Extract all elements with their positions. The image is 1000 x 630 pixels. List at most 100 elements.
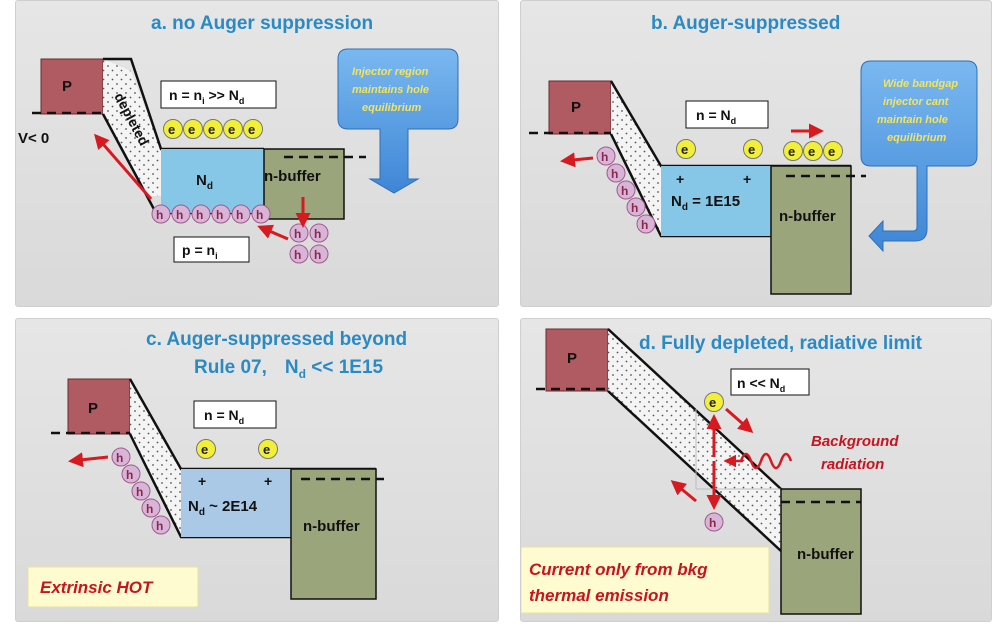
electron-label: e xyxy=(709,395,716,410)
svg-text:h: h xyxy=(641,218,648,232)
hole-arrow xyxy=(68,452,109,468)
electrons: e e xyxy=(196,439,278,459)
svg-text:e: e xyxy=(228,122,235,137)
panel-a-diagram: a. no Auger suppression P V< 0 depleted … xyxy=(18,13,459,264)
svg-text:e: e xyxy=(208,122,215,137)
svg-text:h: h xyxy=(116,451,123,465)
svg-text:h: h xyxy=(236,208,243,222)
svg-text:h: h xyxy=(146,502,153,516)
callout-b-line-3: maintain hole xyxy=(877,114,948,126)
panel-a: a. no Auger suppression P V< 0 depleted … xyxy=(15,0,499,307)
plus-2: + xyxy=(264,473,272,489)
electron-row: e e e e e xyxy=(163,119,263,139)
hole-return-arrow xyxy=(257,224,289,241)
injector-callout xyxy=(337,48,459,194)
hole-diagonal: h h h h h xyxy=(596,146,656,234)
n-equation: n = Nd xyxy=(696,107,736,126)
n-buffer-region xyxy=(780,488,862,615)
nd-region xyxy=(661,166,771,236)
depleted-region xyxy=(611,81,661,236)
plus-2: + xyxy=(743,171,751,187)
svg-text:e: e xyxy=(263,442,270,457)
panel-c-title-2: Rule 07,Nd << 1E15 xyxy=(194,357,384,381)
panel-d-diagram: d. Fully depleted, radiative limit P n-b… xyxy=(521,328,923,615)
p-label: P xyxy=(88,400,98,417)
extrinsic-hot-label: Extrinsic HOT xyxy=(40,578,154,597)
nd-label: Nd xyxy=(196,172,213,192)
callout-b-line-4: equilibrium xyxy=(887,132,947,144)
svg-text:h: h xyxy=(314,227,321,241)
svg-text:h: h xyxy=(196,208,203,222)
panel-c-title-1: c. Auger-suppressed beyond xyxy=(146,329,407,350)
hole-row: h h h h h h xyxy=(151,204,271,224)
depleted-region xyxy=(608,329,781,551)
n-buffer-region xyxy=(290,468,377,600)
svg-text:h: h xyxy=(136,485,143,499)
background-label-1: Background xyxy=(811,433,899,450)
n-buffer-label: n-buffer xyxy=(303,518,360,535)
depleted-region xyxy=(103,59,161,196)
panel-c: c. Auger-suppressed beyond Rule 07,Nd <<… xyxy=(15,318,499,622)
n-equation: n = ni >> Nd xyxy=(169,87,244,106)
panel-a-title: a. no Auger suppression xyxy=(151,13,373,34)
svg-text:h: h xyxy=(294,248,301,262)
depleted-region xyxy=(130,379,181,537)
svg-text:h: h xyxy=(126,468,133,482)
callout-a-line-3: equilibrium xyxy=(362,102,422,114)
p-label: P xyxy=(567,350,577,367)
p-region xyxy=(67,378,131,435)
n-buffer-region xyxy=(770,165,852,295)
panel-d-title: d. Fully depleted, radiative limit xyxy=(639,333,923,354)
svg-text:h: h xyxy=(156,208,163,222)
panel-c-diagram: c. Auger-suppressed beyond Rule 07,Nd <<… xyxy=(27,329,407,608)
hole-arrow xyxy=(560,152,594,168)
svg-text:e: e xyxy=(748,142,755,157)
svg-text:e: e xyxy=(788,144,795,159)
svg-text:h: h xyxy=(314,248,321,262)
panel-b-title: b. Auger-suppressed xyxy=(651,13,840,34)
injector-callout xyxy=(860,60,978,253)
p-label: P xyxy=(571,99,581,116)
hole-diagonal: h h h h h xyxy=(111,447,171,535)
svg-text:h: h xyxy=(176,208,183,222)
note-box xyxy=(521,546,770,614)
electrons: e e e e e xyxy=(676,139,843,161)
p-label: P xyxy=(62,78,72,95)
hole-drift-arrow xyxy=(94,133,153,200)
p-equation: p = ni xyxy=(182,242,218,261)
svg-text:e: e xyxy=(828,144,835,159)
svg-text:e: e xyxy=(248,122,255,137)
nd-label: Nd ~ 2E14 xyxy=(188,498,258,518)
n-equation-box xyxy=(685,100,769,129)
hole-label: h xyxy=(709,516,716,530)
svg-text:h: h xyxy=(294,227,301,241)
n-equation-box xyxy=(160,80,277,109)
n-buffer-label: n-buffer xyxy=(797,546,854,563)
n-buffer-label: n-buffer xyxy=(264,168,321,185)
panel-d: d. Fully depleted, radiative limit P n-b… xyxy=(520,318,992,622)
p-region xyxy=(545,328,609,392)
p-equation-box xyxy=(173,236,250,263)
note-line-1: Current only from bkg xyxy=(529,560,708,579)
svg-text:h: h xyxy=(611,167,618,181)
nd-label: Nd = 1E15 xyxy=(671,193,740,213)
nd-region xyxy=(161,149,264,213)
panel-b: b. Auger-suppressed P + + Nd = 1E15 n-bu… xyxy=(520,0,992,307)
svg-text:h: h xyxy=(256,208,263,222)
svg-text:h: h xyxy=(156,519,163,533)
background-label-2: radiation xyxy=(821,456,884,473)
electron-drift-arrow xyxy=(725,407,754,433)
plus-1: + xyxy=(198,473,206,489)
svg-text:e: e xyxy=(681,142,688,157)
callout-a-line-2: maintains hole xyxy=(352,84,429,96)
extrinsic-hot-badge xyxy=(27,566,199,608)
p-region xyxy=(548,80,612,135)
nd-region xyxy=(181,469,291,537)
electron xyxy=(704,392,724,412)
voltage-label: V< 0 xyxy=(18,130,49,147)
n-equation: n << Nd xyxy=(737,375,785,394)
svg-text:e: e xyxy=(201,442,208,457)
svg-text:e: e xyxy=(188,122,195,137)
panel-b-diagram: b. Auger-suppressed P + + Nd = 1E15 n-bu… xyxy=(529,13,978,295)
note-line-2: thermal emission xyxy=(529,586,669,605)
